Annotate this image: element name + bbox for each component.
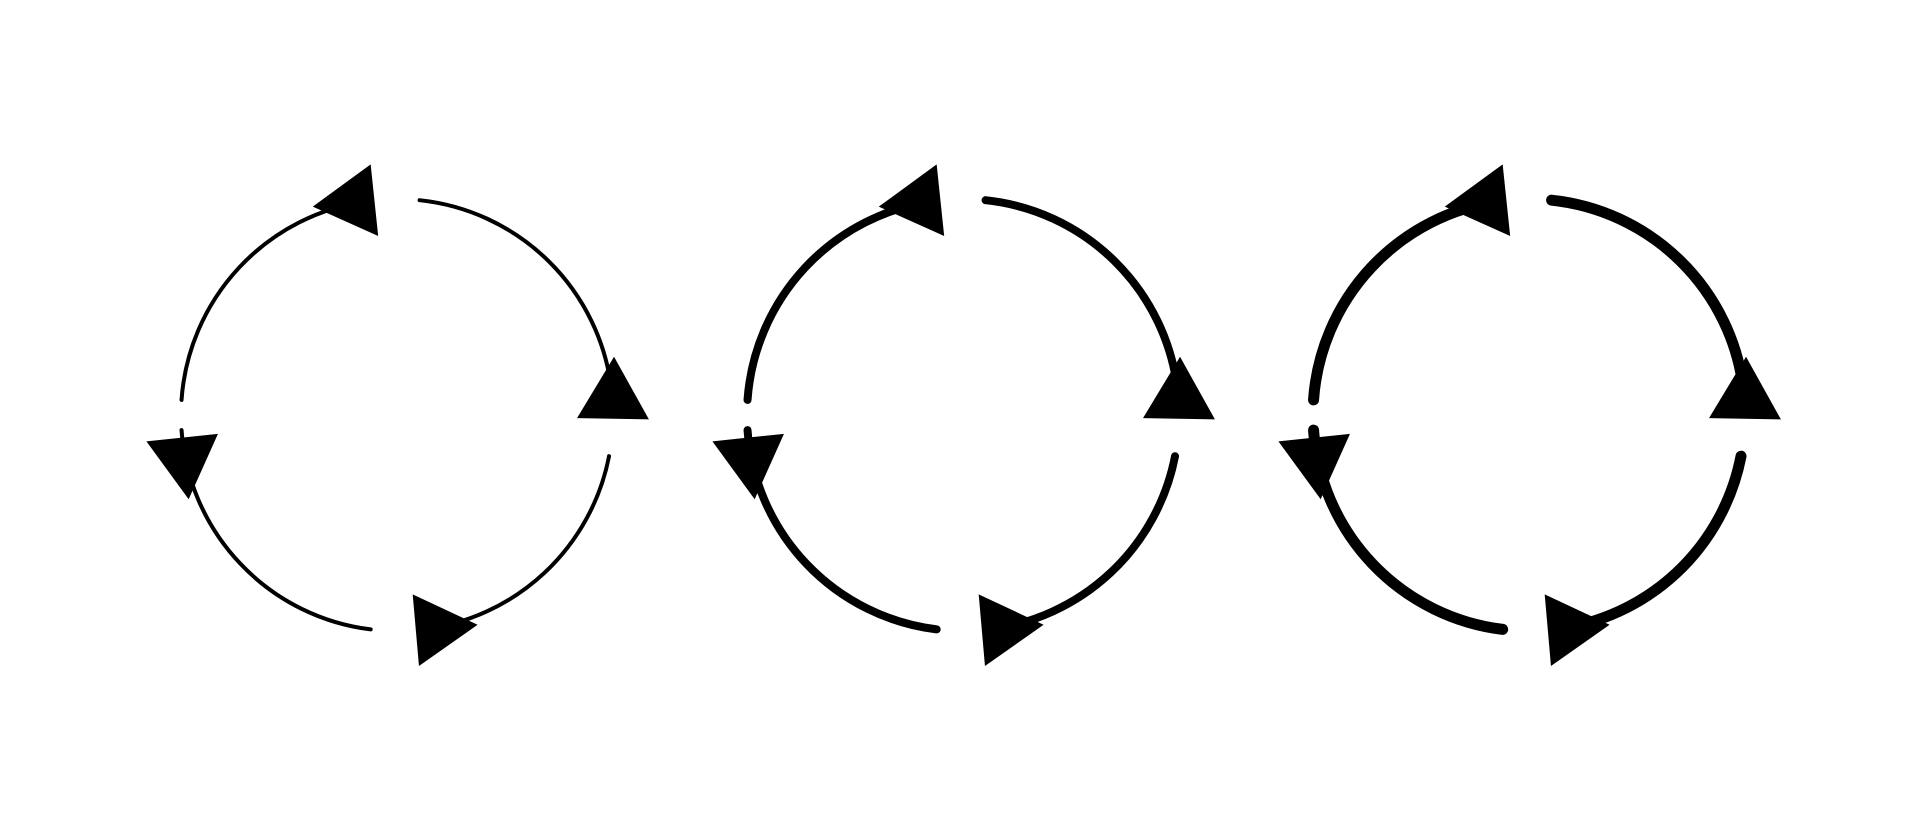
arc-right (1549, 450, 1747, 635)
arc-right (421, 454, 612, 632)
arc-left (1308, 195, 1505, 406)
arrowhead-up-left-icon (878, 164, 945, 236)
arrowhead-up-icon (1143, 356, 1215, 420)
arrowhead-right-icon (412, 594, 478, 666)
arc-left (179, 199, 369, 402)
arrowhead-up-icon (1709, 356, 1781, 420)
arrowhead-down-icon (712, 433, 784, 500)
arrowhead-up-icon (577, 356, 649, 420)
arc-top (1546, 194, 1749, 395)
arc-left (743, 197, 937, 404)
arrowhead-up-left-icon (312, 164, 379, 236)
arc-bottom (1308, 424, 1509, 635)
cycle-arrows-thin-icon (146, 164, 649, 666)
arc-bottom (179, 428, 373, 632)
cycle-arrows-bold-icon (1278, 164, 1781, 666)
cycle-arrows-medium-icon (712, 164, 1215, 666)
arrowhead-right-icon (978, 594, 1044, 666)
arc-right (985, 452, 1180, 634)
arc-bottom (743, 426, 941, 634)
arc-top (981, 196, 1182, 393)
arrowhead-down-icon (146, 433, 218, 500)
arc-top (417, 198, 614, 391)
